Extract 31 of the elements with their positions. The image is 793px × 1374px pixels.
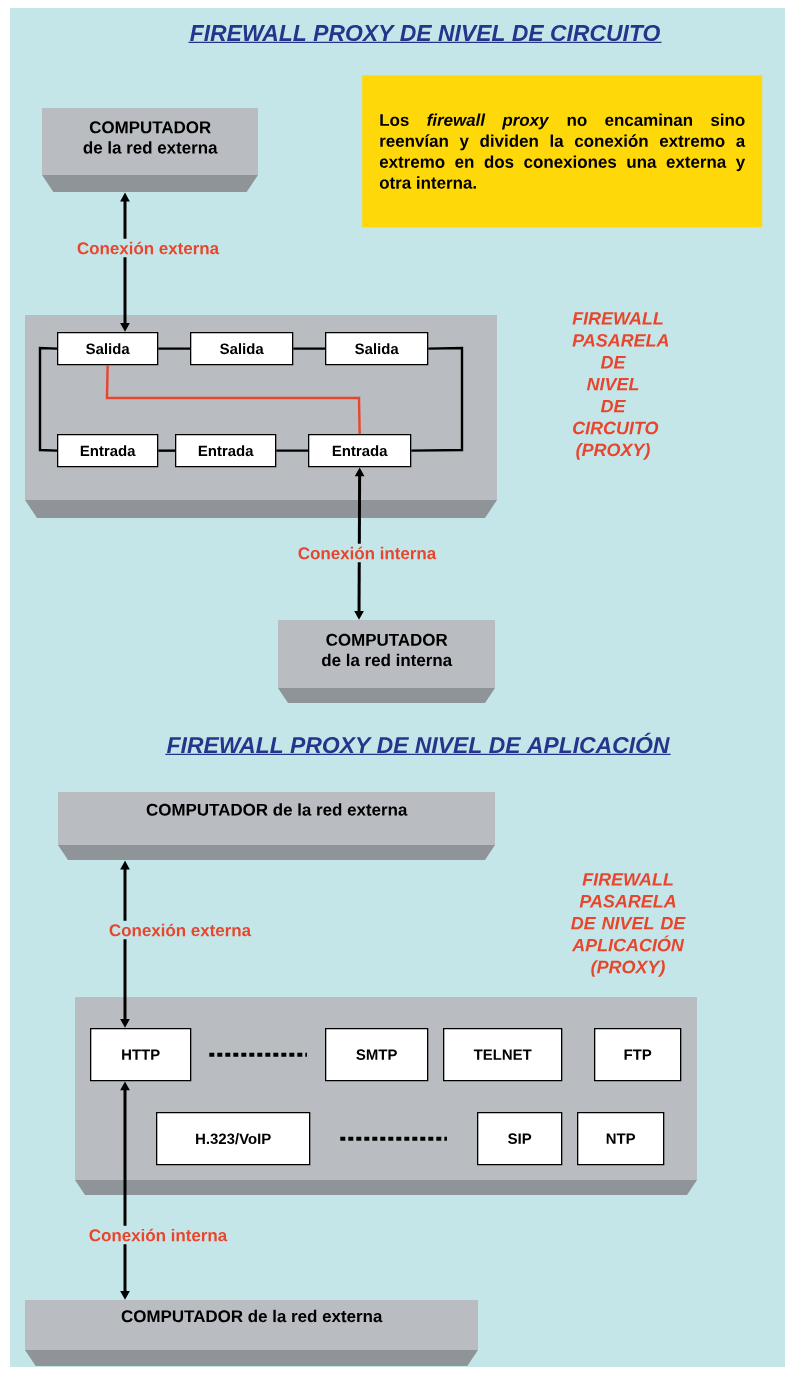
note-box: Los firewall proxy no encaminan sino reenvían y dividen la conexión extremo a extremo en dos conexiones una externa y otra interna.: [362, 75, 763, 228]
heading: FIREWALL PROXY DE NIVEL DE CIRCUITO: [187, 24, 663, 43]
module-box: TELNET: [443, 1028, 563, 1082]
module-box: Entrada: [57, 434, 159, 468]
module-box: SMTP: [325, 1028, 429, 1082]
dotted-line: [340, 1136, 447, 1141]
dotted-line: [209, 1052, 307, 1057]
module-box: SIP: [477, 1112, 563, 1166]
module-box: Salida: [190, 332, 294, 366]
module-box: HTTP: [90, 1028, 192, 1082]
module-box: Entrada: [175, 434, 277, 468]
connector-line: [105, 365, 361, 435]
module-box: Salida: [57, 332, 159, 366]
computer-block: COMPUTADOR de la red externa: [25, 1300, 478, 1366]
connector-line: [276, 449, 308, 452]
heading: FIREWALL PROXY DE NIVEL DE APLICACIÓN: [164, 732, 672, 756]
connector-line: [38, 346, 58, 452]
side-label: FIREWALL PASARELA DE NIVEL DE CIRCUITO (PROXY): [572, 312, 669, 460]
side-label: FIREWALL PASARELA DE NIVEL DE APLICACIÓN (PROXY): [571, 873, 686, 977]
module-box: Entrada: [308, 434, 412, 468]
module-box: FTP: [594, 1028, 682, 1082]
module-box: H.323/VoIP: [156, 1112, 311, 1166]
connector-line: [293, 347, 325, 350]
module-box: NTP: [577, 1112, 665, 1166]
connector-line: [158, 449, 175, 452]
computer-block: COMPUTADOR de la red externa: [42, 108, 258, 192]
computer-block: COMPUTADOR de la red externa: [58, 792, 495, 860]
module-box: Salida: [325, 332, 429, 366]
computer-block: COMPUTADOR de la red interna: [278, 620, 495, 703]
connector-line: [411, 346, 464, 452]
connector-line: [158, 347, 190, 350]
